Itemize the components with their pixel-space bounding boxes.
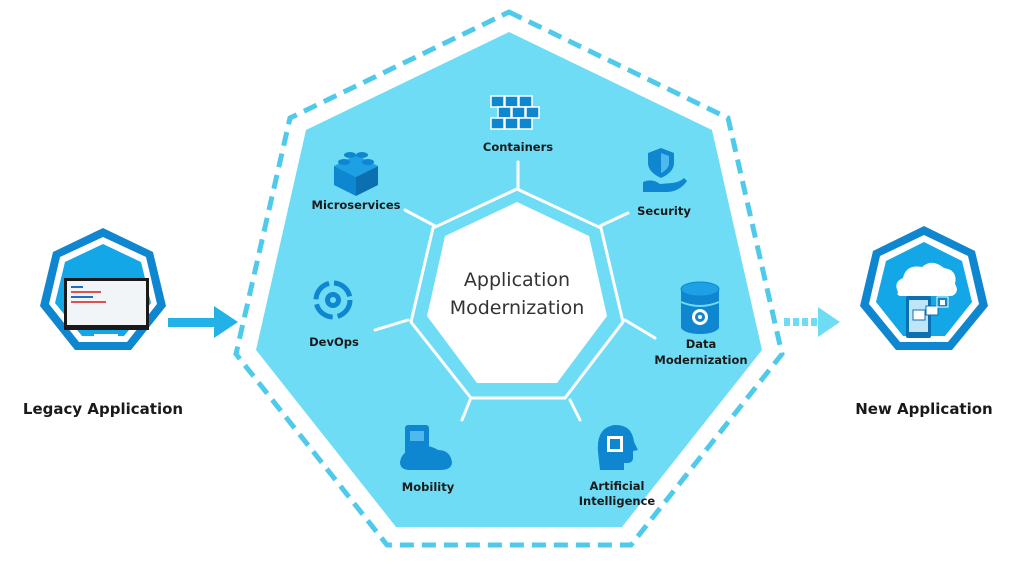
mobile-device-icon	[400, 425, 452, 470]
data-modernization-label-line1: Data	[686, 337, 717, 351]
devops-label: DevOps	[309, 335, 359, 349]
devops-cycle-icon	[313, 280, 353, 320]
center-title-line2: Modernization	[450, 297, 585, 319]
ai-label-line1: Artificial	[590, 479, 645, 493]
microservices-label: Microservices	[312, 198, 401, 212]
new-application-label: New Application	[855, 400, 992, 418]
cloud-device-icon	[896, 262, 957, 338]
data-modernization-label-line2: Modernization	[654, 353, 747, 367]
new-app-badge	[860, 226, 988, 350]
shield-hand-icon	[643, 148, 687, 192]
output-arrow	[784, 307, 840, 337]
legacy-application-label: Legacy Application	[23, 400, 183, 418]
center-title-line1: Application	[464, 269, 570, 291]
legacy-badge	[40, 228, 166, 350]
input-arrow	[168, 306, 238, 338]
spokes	[373, 160, 657, 422]
ai-head-chip-icon	[597, 424, 638, 470]
lego-brick-icon	[334, 152, 378, 196]
security-label: Security	[637, 204, 691, 218]
containers-icon	[490, 95, 540, 130]
outer-dashed-heptagon	[233, 9, 785, 548]
mobility-label: Mobility	[402, 480, 455, 494]
monitor-icon	[64, 278, 149, 338]
ai-label-line2: Intelligence	[579, 494, 656, 508]
containers-label: Containers	[483, 140, 553, 154]
inner-heptagon-core	[427, 202, 607, 383]
database-gear-icon	[680, 281, 720, 334]
